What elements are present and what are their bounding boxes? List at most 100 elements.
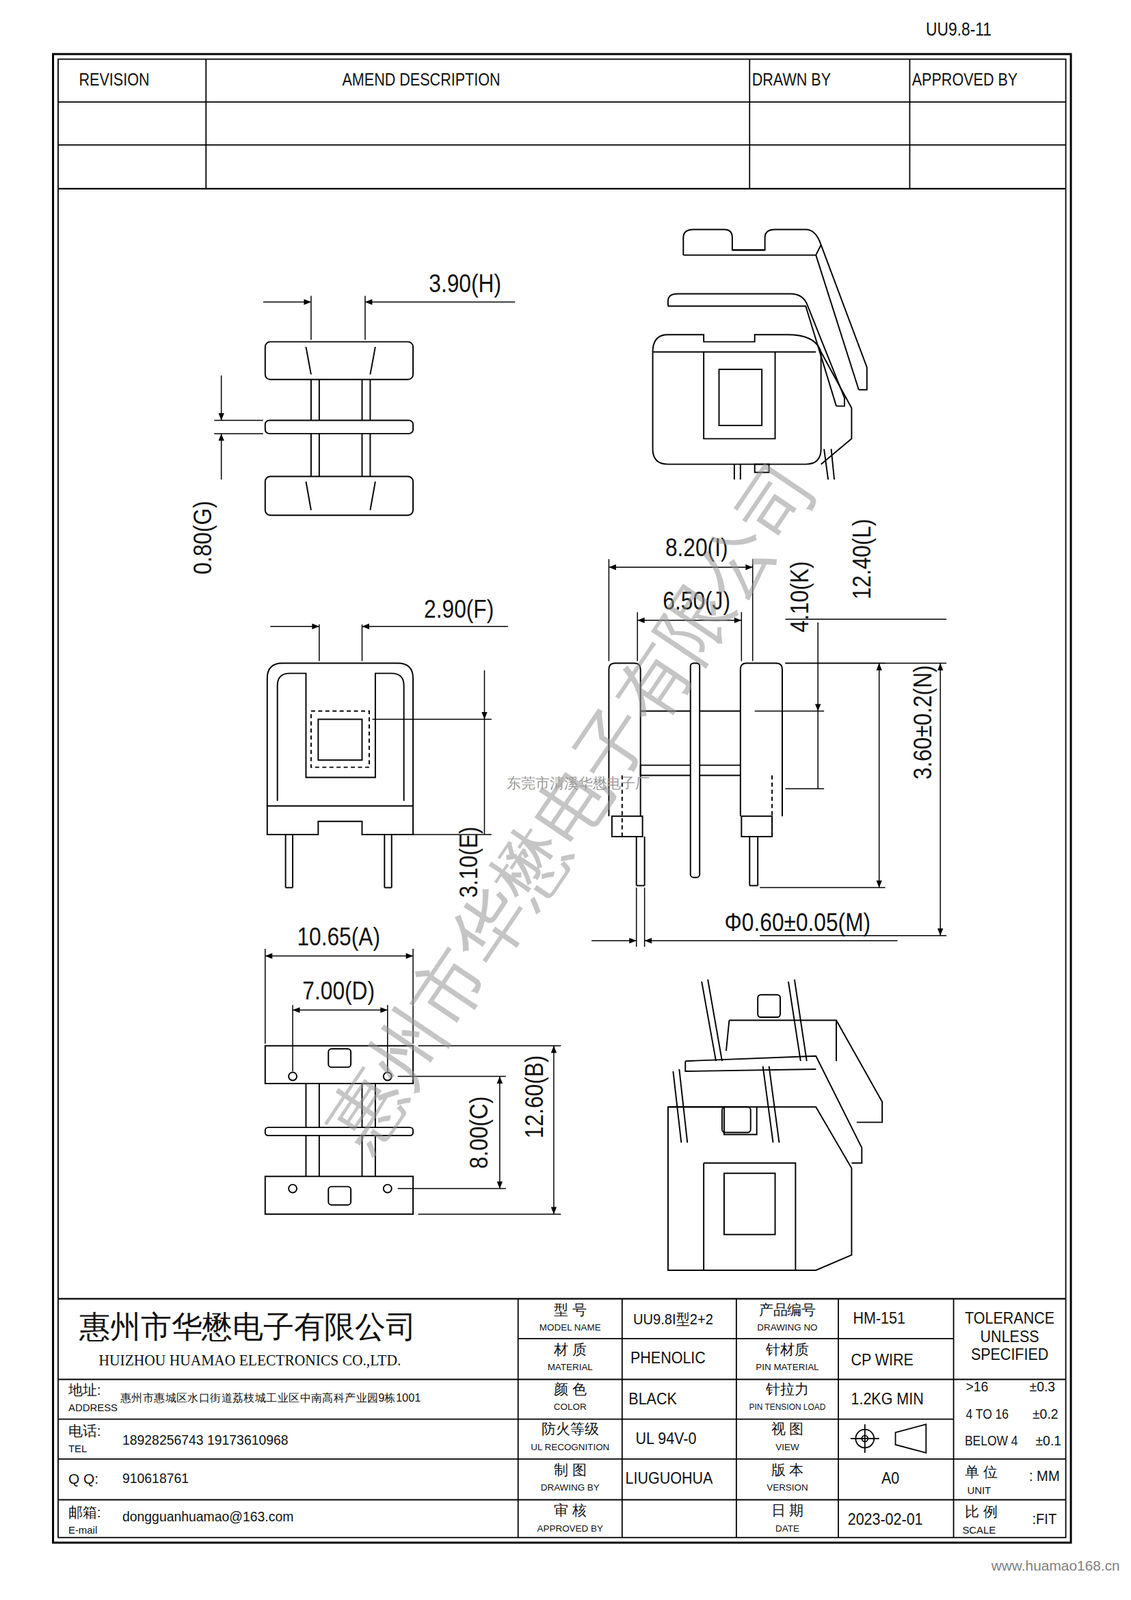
- isometric-top: [683, 244, 821, 256]
- bottom-view: [265, 1176, 414, 1214]
- tolerance-heading: TOLERANCE UNLESS SPECIFIED: [959, 1309, 1061, 1364]
- dimension-lines: [635, 887, 637, 948]
- sheet-frame: [953, 1298, 955, 1538]
- sheet-frame: [518, 1498, 1067, 1501]
- sheet-frame: [518, 1418, 954, 1420]
- isometric-bottom: [703, 1162, 796, 1270]
- sheet-frame: [58, 101, 1067, 103]
- field-label-en: DRAWING NO: [756, 1323, 818, 1334]
- sheet-frame: [517, 1298, 520, 1538]
- dimension-lines: [318, 624, 320, 662]
- field-label: 版 本: [771, 1461, 805, 1478]
- sheet-frame: [58, 1498, 519, 1501]
- field-value: CP WIRE: [850, 1350, 913, 1369]
- isometric-bottom: [707, 979, 723, 1061]
- front-view: [317, 719, 362, 761]
- sheet-frame: [58, 1418, 519, 1420]
- company-name-en: HUIZHOU HUAMAO ELECTRONICS CO.,LTD.: [98, 1350, 401, 1369]
- dimension: 0.80(G): [188, 500, 217, 574]
- field-label-en: E-mail: [68, 1524, 98, 1536]
- dimension: 8.00(C): [464, 1096, 494, 1169]
- isometric-bottom: [788, 981, 801, 1061]
- isometric-bottom: [668, 979, 883, 1270]
- field-label-en: COLOR: [553, 1402, 587, 1413]
- field-label-en: VIEW: [775, 1442, 799, 1453]
- field-label: 针拉力: [765, 1381, 809, 1397]
- field-value: dongguanhuamao@163.com: [122, 1509, 294, 1524]
- dimension-lines: [220, 375, 222, 421]
- isometric-bottom: [724, 1172, 776, 1234]
- isometric-bottom: [668, 1106, 852, 1270]
- sheet-frame: [837, 1298, 840, 1538]
- tolerance-range: BELOW 4: [964, 1433, 1019, 1449]
- bottom-view: [288, 1072, 297, 1081]
- field-label: 电话:: [68, 1422, 102, 1439]
- sheet-frame: [58, 59, 1067, 1538]
- field-label: 针材质: [765, 1341, 809, 1358]
- sheet-frame: [205, 59, 207, 189]
- side-view: [699, 764, 741, 766]
- top-view: [369, 433, 371, 477]
- field-label-en: SCALE: [962, 1524, 996, 1536]
- field-label: Q Q:: [68, 1470, 99, 1487]
- company-name: 惠州市华懋电子有限公司: [79, 1308, 416, 1343]
- dimension: 12.60(B): [520, 1055, 549, 1139]
- field-value: :FIT: [1031, 1510, 1057, 1528]
- field-value: BLACK: [628, 1389, 677, 1408]
- bottom-view: [304, 1083, 307, 1127]
- field-label-en: UNIT: [966, 1484, 991, 1496]
- sheet-frame: [735, 1298, 738, 1538]
- field-label: 制 图: [553, 1461, 587, 1478]
- side-view: [611, 815, 643, 837]
- dimension: 2.90(F): [423, 594, 494, 623]
- isometric-top: [653, 229, 868, 480]
- isometric-top: [815, 255, 859, 390]
- top-view: [369, 346, 375, 375]
- dimension-lines: [484, 670, 485, 720]
- side-view: [771, 775, 773, 837]
- dimension-lines: [644, 887, 645, 948]
- field-label: 审 核: [553, 1502, 587, 1519]
- field-value: UU9.8I型2+2: [633, 1310, 714, 1328]
- top-view: [265, 341, 414, 516]
- dimension: 10.65(A): [296, 922, 381, 951]
- table-header: DRAWN BY: [752, 71, 831, 91]
- top-view: [361, 433, 364, 477]
- field-label: 视 图: [771, 1420, 805, 1437]
- side-view: [741, 815, 773, 837]
- top-view: [265, 341, 414, 380]
- view-symbol: [850, 1423, 926, 1453]
- front-view: [277, 672, 405, 801]
- side-view: [640, 765, 741, 776]
- side-view: [644, 836, 646, 886]
- dimension-lines: [220, 433, 222, 480]
- sheet-frame: [58, 188, 1067, 190]
- front-view: [285, 834, 287, 888]
- field-value: PHENOLIC: [630, 1348, 706, 1367]
- dimension-lines: [418, 1213, 562, 1214]
- isometric-top: [823, 448, 829, 480]
- front-view: [291, 834, 294, 888]
- dimension-lines: [759, 886, 885, 888]
- bottom-view: [288, 1184, 297, 1193]
- top-view: [369, 379, 371, 421]
- field-label-en: ADDRESS: [68, 1401, 118, 1413]
- field-label-en: MODEL NAME: [539, 1323, 602, 1334]
- field-value: 910618761: [122, 1471, 189, 1486]
- field-value: HM-151: [852, 1308, 905, 1327]
- bottom-view: [328, 1048, 351, 1067]
- side-view: [756, 836, 759, 886]
- field-label: 比 例: [964, 1503, 998, 1520]
- isometric-bottom: [679, 1068, 688, 1142]
- watermark: 东莞市清溪华懋电子厂: [506, 775, 650, 792]
- field-label-en: UL RECOGNITION: [530, 1442, 610, 1453]
- dimension-lines: [939, 662, 941, 935]
- field-label: 邮箱:: [68, 1504, 102, 1521]
- isometric-top: [653, 334, 853, 464]
- dimension-lines: [817, 622, 818, 712]
- tolerance-range: >16: [965, 1379, 989, 1395]
- sheet-frame: [58, 1457, 519, 1460]
- field-value: 1.2KG MIN: [850, 1389, 924, 1408]
- front-view: [311, 711, 370, 768]
- tolerance-value: ±0.1: [1035, 1433, 1062, 1449]
